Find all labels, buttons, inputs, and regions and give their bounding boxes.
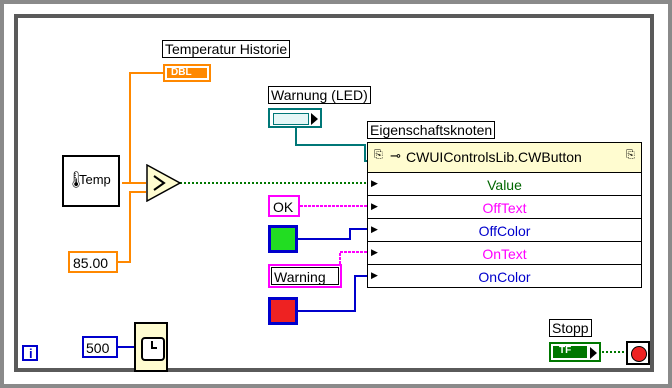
- label-eigenschaftsknoten: Eigenschaftsknoten: [367, 121, 496, 139]
- wire-red-to-oncolor[interactable]: [296, 275, 370, 312]
- refnum-out-icon: ⎘: [626, 149, 635, 161]
- property-node[interactable]: ⎘ ⊸ CWUIControlsLib.CWButton ⎘ ▶ Value ▶…: [367, 142, 642, 288]
- dbl-indicator-terminal[interactable]: DBL: [163, 64, 211, 82]
- property-ontext: OnText: [482, 246, 527, 262]
- property-offcolor: OffColor: [478, 223, 531, 239]
- wait-ms-constant[interactable]: 500: [82, 336, 118, 358]
- property-oncolor: OnColor: [478, 269, 531, 285]
- wire-threshold-to-compare[interactable]: [118, 191, 146, 263]
- property-row-oncolor[interactable]: ▶ OnColor: [368, 266, 641, 287]
- property-row-offtext[interactable]: ▶ OffText: [368, 197, 641, 219]
- property-node-header: ⎘ ⊸ CWUIControlsLib.CWButton ⎘: [368, 143, 641, 173]
- warning-string-constant[interactable]: Warning: [268, 264, 342, 288]
- threshold-value: 85.00: [73, 255, 109, 271]
- label-temperatur-historie: Temperatur Historie: [162, 40, 291, 58]
- stopp-button-terminal[interactable]: TF: [549, 342, 601, 362]
- property-row-offcolor[interactable]: ▶ OffColor: [368, 220, 641, 242]
- dbl-label: DBL: [171, 67, 192, 78]
- input-arrow-icon: ▶: [371, 224, 378, 234]
- iteration-terminal[interactable]: i: [22, 345, 38, 361]
- property-value: Value: [487, 177, 522, 193]
- wait-ms-value: 500: [86, 340, 110, 356]
- off-color-constant[interactable]: [268, 225, 298, 253]
- input-arrow-icon: ▶: [371, 201, 378, 211]
- ok-string-constant[interactable]: OK: [268, 195, 300, 217]
- warning-value: Warning: [274, 269, 326, 285]
- ok-value: OK: [273, 199, 294, 215]
- temp-label: Temp: [79, 172, 111, 187]
- stop-sign-icon: [631, 346, 647, 362]
- property-row-ontext[interactable]: ▶ OnText: [368, 243, 641, 265]
- threshold-constant[interactable]: 85.00: [68, 251, 118, 273]
- label-stopp: Stopp: [549, 319, 592, 337]
- property-offtext: OffText: [482, 200, 527, 216]
- warnung-led-terminal[interactable]: [268, 108, 322, 128]
- iteration-label: i: [29, 346, 33, 361]
- wait-ms-function[interactable]: [134, 322, 168, 372]
- wire-green-to-offcolor[interactable]: [296, 228, 370, 240]
- input-arrow-icon: ▶: [371, 270, 378, 280]
- greater-than-comparison[interactable]: [146, 164, 182, 202]
- refnum-in-icon: ⎘: [374, 149, 383, 161]
- property-row-value[interactable]: ▶ Value: [368, 174, 641, 196]
- key-icon: ⊸: [390, 148, 401, 163]
- temp-control-terminal[interactable]: 🌡 Temp: [62, 155, 120, 207]
- input-arrow-icon: ▶: [371, 178, 378, 188]
- wire-warning-to-ontext[interactable]: [339, 251, 370, 276]
- stopwatch-icon: [141, 337, 165, 361]
- label-warnung-led: Warnung (LED): [268, 86, 371, 104]
- wire-led-refnum[interactable]: [295, 125, 370, 162]
- property-node-class: CWUIControlsLib.CWButton: [406, 149, 582, 165]
- thermometer-icon: 🌡: [66, 172, 87, 189]
- tf-label: TF: [559, 345, 572, 356]
- on-color-constant[interactable]: [268, 297, 298, 325]
- loop-condition-stop[interactable]: [626, 341, 650, 365]
- input-arrow-icon: ▶: [371, 247, 378, 257]
